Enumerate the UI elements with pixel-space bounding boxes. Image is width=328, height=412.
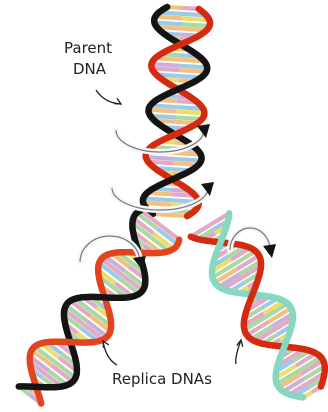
replica-dnas-label: Replica DNAs <box>112 371 212 388</box>
backbone-strand <box>321 359 325 386</box>
base-pair <box>146 157 174 159</box>
base-pair <box>179 70 206 72</box>
replica-left-pointer-head <box>103 341 109 348</box>
base-pair <box>143 198 171 200</box>
parent-dna-pointer-head <box>114 98 121 104</box>
base-pair <box>174 159 202 161</box>
parent-dna-label-line2: DNA <box>73 61 106 78</box>
base-pair <box>152 64 180 66</box>
base-pair <box>149 110 177 112</box>
parent-dna-helix <box>143 7 210 216</box>
base-pair <box>177 112 205 114</box>
base-pair <box>179 66 207 68</box>
swirl-arrow-right-head <box>263 244 276 258</box>
replica-left-pointer <box>103 341 117 365</box>
base-pair <box>155 17 182 19</box>
parent-dna-label-line1: Parent <box>64 40 112 57</box>
base-pair <box>182 24 210 26</box>
parent-dna-pointer <box>96 90 121 104</box>
